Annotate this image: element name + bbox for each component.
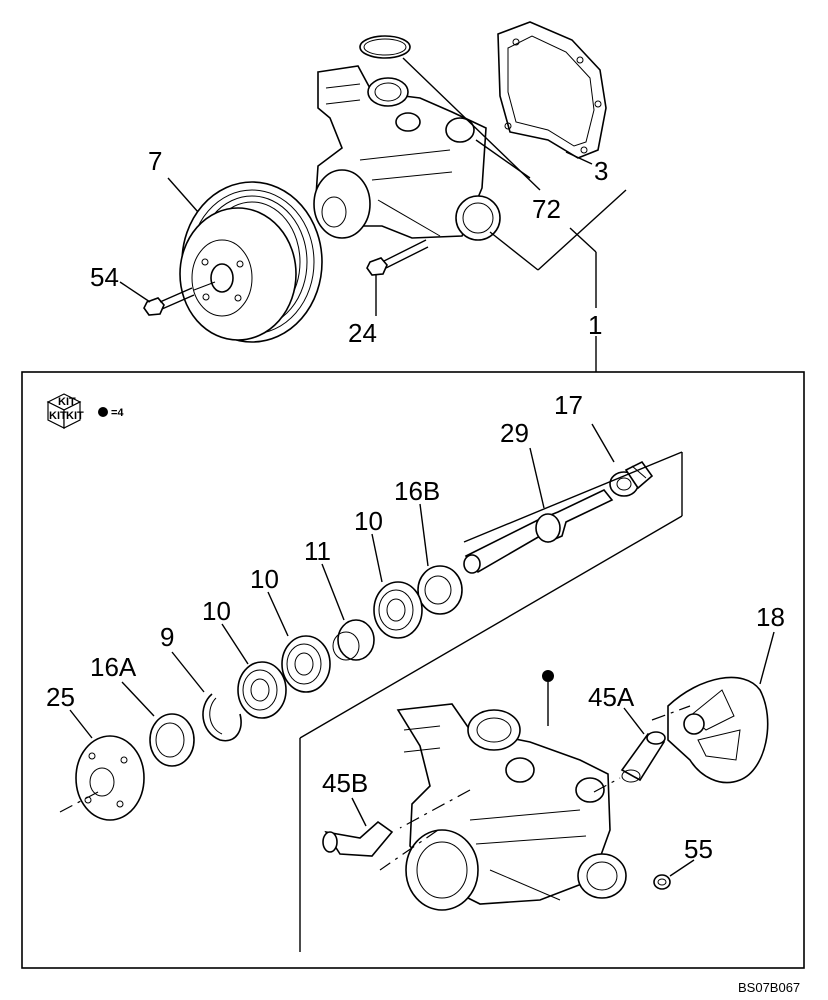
callout-25: 25 [46,682,75,712]
kit-cube-icon: KIT KIT KIT [46,393,84,429]
callout-7: 7 [148,146,162,176]
callout-45b: 45B [322,768,368,798]
callout-54: 54 [90,262,119,292]
bolt-54 [143,281,216,316]
callout-10-b: 10 [250,564,279,594]
bearing-10-a [373,581,423,639]
shaft-29 [463,489,614,574]
pulley-7 [179,181,323,343]
callout-17: 17 [554,390,583,420]
callout-72: 72 [532,194,561,224]
elbow-45b [322,820,394,857]
top-leaders [119,57,627,372]
callout-45a: 45A [588,682,635,712]
callout-11: 11 [304,536,331,566]
gasket-3 [497,21,607,159]
bearing-16b [417,565,463,615]
document-id: BS07B067 [738,980,800,995]
callout-9: 9 [160,622,174,652]
callout-1: 1 [588,310,602,340]
bolt-24 [366,239,429,276]
callout-24: 24 [348,318,377,348]
bearing-10-c [237,661,287,719]
water-pump-housing-top [313,65,501,241]
callout-16a: 16A [90,652,137,682]
callout-16b: 16B [394,476,440,506]
o-ring-72 [359,35,411,59]
callout-29: 29 [500,418,529,448]
svg-text:KIT: KIT [66,410,84,422]
kit-marker-bullet [542,670,554,682]
kit-box-frame [21,371,805,969]
assembly-axes [59,705,691,871]
snap-ring-9 [202,693,242,742]
lower-leaders [69,423,775,877]
callout-10-c: 10 [202,596,231,626]
callout-3: 3 [594,156,608,186]
seal-16a [149,713,195,767]
svg-text:KIT: KIT [58,396,76,408]
pipe-45a [620,731,666,783]
kit-qty: =4 [111,407,124,419]
svg-text:KIT: KIT [49,410,67,422]
plug-55 [653,874,671,890]
shaft-seal-17 [609,460,654,497]
callout-10-a: 10 [354,506,383,536]
flange-25 [75,735,145,821]
impeller-18 [667,676,769,784]
callout-55: 55 [684,834,713,864]
bearing-10-b [281,635,331,693]
callout-18: 18 [756,602,785,632]
kit-legend: KIT KIT KIT =4 [46,393,124,429]
water-pump-housing-lower [396,703,627,911]
exploded-outline [299,451,683,952]
kit-bullet-icon [98,407,108,417]
spacer-11 [332,619,375,661]
